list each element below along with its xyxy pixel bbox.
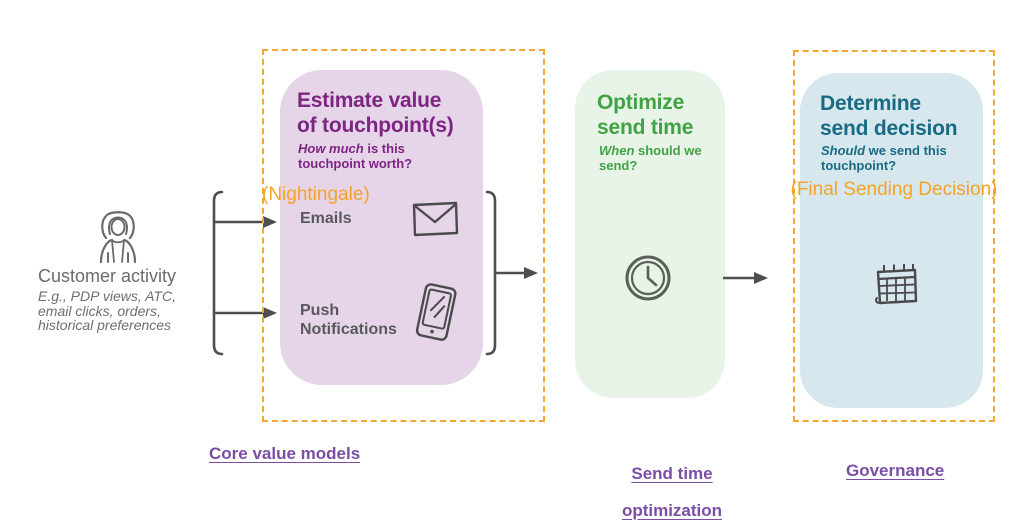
- estimate-value-subtitle: How much is this touchpoint worth?: [298, 141, 413, 171]
- determine-send-decision-subtitle: Should we send this touchpoint?: [821, 143, 947, 173]
- determine-send-decision-title: Determine send decision: [820, 92, 958, 140]
- person-icon: [99, 211, 137, 264]
- estimate-value-box: Estimate value of touchpoint(s) How much…: [280, 70, 483, 385]
- governance-outline: [793, 50, 995, 422]
- customer-activity-title: Customer activity: [38, 266, 177, 286]
- customer-activity-examples: E.g., PDP views, ATC, email clicks, orde…: [38, 288, 176, 333]
- estimate-value-title: Estimate value of touchpoint(s): [297, 89, 454, 137]
- emails-label: Emails: [300, 210, 352, 227]
- customer-activity-block: Customer activity E.g., PDP views, ATC, …: [38, 266, 208, 333]
- envelope-icon: [412, 201, 459, 237]
- push-notifications-label: Push Notifications: [300, 302, 397, 338]
- clock-icon: [625, 255, 671, 301]
- arrow-to-decision: [723, 272, 768, 284]
- determine-send-decision-box: Determine send decision Should we send t…: [800, 73, 983, 408]
- optimize-send-time-box: Optimize send time When should we send?: [575, 70, 725, 398]
- fanin-bracket-arrow: [485, 190, 538, 356]
- final-sending-decision-annotation: (Final Sending Decision): [790, 179, 998, 200]
- core-value-models-outline: [262, 49, 545, 422]
- optimize-send-time-subtitle: When should we send?: [599, 143, 702, 173]
- calendar-icon: [875, 264, 918, 305]
- phone-icon: [415, 283, 457, 341]
- governance-link[interactable]: Governance: [846, 461, 945, 480]
- core-value-models-link[interactable]: Core value models: [209, 444, 361, 463]
- nightingale-annotation: (Nightingale): [262, 184, 370, 205]
- send-time-optimization-link[interactable]: Send time optimization: [621, 464, 723, 520]
- fanout-bracket-arrows: [212, 190, 277, 356]
- optimize-send-time-title: Optimize send time: [597, 91, 694, 139]
